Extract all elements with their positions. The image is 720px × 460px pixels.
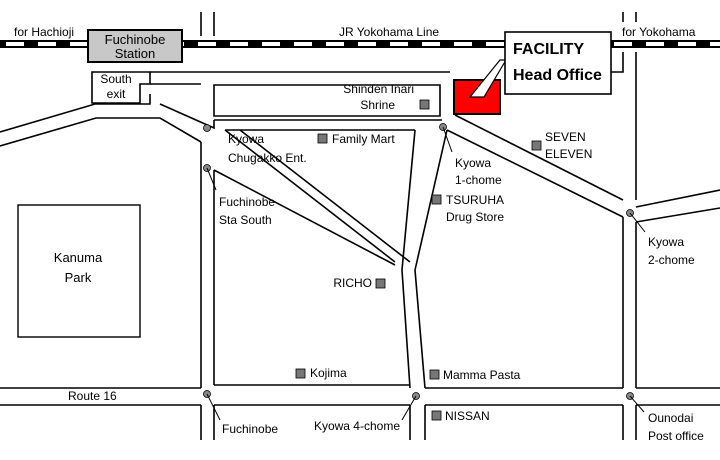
seven-eleven-label-line1: SEVEN — [545, 130, 586, 144]
shrine-label-line1: Shinden Inari — [343, 82, 414, 96]
landmarks: Shinden Inari Shrine Family Mart SEVEN E… — [295, 82, 592, 423]
facility-head-office: FACILITY Head Office — [453, 31, 612, 115]
landmark-mamma-pasta: Mamma Pasta — [429, 368, 521, 382]
rail-tie — [678, 42, 696, 46]
station-name-line1: Fuchinobe — [105, 32, 166, 47]
landmark-nissan: NISSAN — [431, 409, 490, 423]
park-label-line2: Park — [65, 270, 92, 285]
bus-stop-kyowa-chugakko: Kyowa Chugakko Ent. — [203, 124, 307, 165]
block-shrine — [213, 84, 441, 117]
mamma-pasta-label: Mamma Pasta — [443, 368, 521, 382]
rail-tie — [614, 42, 632, 46]
road-center-diagonal-right — [239, 129, 411, 263]
bus-stop-ounodai-line1: Ounodai — [648, 411, 693, 425]
mamma-pasta-marker-icon — [429, 369, 440, 380]
south-exit-line1: South — [100, 72, 131, 86]
station-name-line2: Station — [115, 46, 155, 61]
rail-tie — [38, 42, 56, 46]
rail-tie — [326, 42, 344, 46]
bus-stop-kyowa-4chome-label: Kyowa 4-chome — [314, 419, 400, 433]
road-center-curve-right — [414, 129, 448, 389]
richo-marker-icon — [375, 278, 386, 289]
fuchinobe-station: Fuchinobe Station — [87, 29, 183, 63]
bus-stop-kyowa-chugakko-line2: Chugakko Ent. — [228, 151, 307, 165]
rail-tie — [422, 42, 440, 46]
road-center-diagonal-left — [224, 129, 396, 263]
bus-stop-fuchinobe-sta-south: Fuchinobe Sta South — [203, 164, 275, 227]
shrine-label-line2: Shrine — [360, 98, 395, 112]
tsuruha-label-line1: TSURUHA — [446, 193, 504, 207]
richo-label: RICHO — [333, 276, 372, 290]
bus-stop-kyowa-4chome: Kyowa 4-chome — [314, 392, 420, 433]
route16-label: Route 16 — [68, 389, 117, 403]
direction-hachioji: for Hachioji — [14, 25, 74, 39]
bus-stop-kyowa-1chome-line1: Kyowa — [455, 156, 491, 170]
rail-tie — [262, 42, 280, 46]
bus-stop-kyowa-chugakko-line1: Kyowa — [228, 132, 264, 146]
kojima-label: Kojima — [310, 366, 347, 380]
facility-label-line1: FACILITY — [513, 41, 584, 58]
landmark-richo: RICHO — [333, 276, 386, 290]
road-west-diagonal-top — [0, 94, 151, 133]
south-exit: South exit — [91, 71, 151, 104]
road-center-curve-left — [401, 129, 416, 389]
rail-tie — [198, 42, 216, 46]
rail-tie — [646, 42, 664, 46]
landmark-tsuruha: TSURUHA Drug Store — [431, 193, 504, 224]
bus-stop-kyowa-2chome-line2: 2-chome — [648, 253, 695, 267]
road-diag-to-center-top — [159, 103, 215, 130]
road-inner-diagonal — [213, 169, 396, 266]
bus-stop-ounodai-line2: Post office — [648, 429, 704, 443]
kojima-marker-icon — [295, 368, 306, 379]
landmark-shinden-inari: Shinden Inari Shrine — [343, 82, 430, 112]
rail-tie — [454, 42, 472, 46]
seven-eleven-label-line2: ELEVEN — [545, 147, 592, 161]
rail-tie — [70, 42, 88, 46]
road-network — [0, 12, 720, 440]
south-exit-line2: exit — [107, 87, 126, 101]
rail-tie — [390, 42, 408, 46]
bus-stop-fuchinobe: Fuchinobe — [203, 390, 278, 436]
bus-stop-kyowa-2chome-line1: Kyowa — [648, 235, 684, 249]
road-west-diagonal-bottom — [0, 117, 202, 147]
bus-stops: Kyowa Chugakko Ent. Fuchinobe Sta South … — [203, 123, 704, 443]
tsuruha-label-line2: Drug Store — [446, 210, 504, 224]
bus-stop-kyowa-1chome-line2: 1-chome — [455, 173, 502, 187]
road-east-diagonal-outer2 — [635, 207, 720, 223]
bus-stop-kyowa-2chome: Kyowa 2-chome — [626, 209, 695, 267]
nissan-label: NISSAN — [445, 409, 490, 423]
seven-eleven-marker-icon — [531, 140, 542, 151]
family-mart-label: Family Mart — [332, 132, 395, 146]
landmark-seven-eleven: SEVEN ELEVEN — [531, 130, 592, 161]
bus-stop-icon — [203, 124, 211, 132]
road-east-diagonal-outer — [635, 189, 720, 208]
nissan-marker-icon — [431, 410, 442, 421]
family-mart-marker-icon — [317, 133, 328, 144]
landmark-kojima: Kojima — [295, 366, 347, 380]
rail-tie — [230, 42, 248, 46]
direction-yokohama: for Yokohama — [622, 25, 696, 39]
road-east-diagonal-top — [454, 114, 624, 201]
rail-tie — [6, 42, 24, 46]
bus-stop-fuchinobe-label: Fuchinobe — [222, 422, 278, 436]
shrine-marker-icon — [419, 99, 430, 110]
kanuma-park: Kanuma Park — [17, 204, 141, 338]
facility-label-line2: Head Office — [513, 67, 602, 84]
railway-line-name: JR Yokohama Line — [339, 25, 439, 39]
bus-stop-fuchinobe-sta-south-line2: Sta South — [219, 213, 272, 227]
road-east-diagonal-bottom — [446, 129, 624, 218]
rail-tie — [294, 42, 312, 46]
bus-stop-ounodai: Ounodai Post office — [626, 392, 704, 443]
rail-tie — [486, 42, 504, 46]
landmark-family-mart: Family Mart — [317, 132, 395, 146]
bus-stop-kyowa-1chome: Kyowa 1-chome — [439, 123, 502, 187]
park-label-line1: Kanuma — [54, 250, 103, 265]
tsuruha-marker-icon — [431, 194, 442, 205]
bus-stop-fuchinobe-sta-south-line1: Fuchinobe — [219, 195, 275, 209]
rail-tie — [710, 42, 720, 46]
rail-tie — [358, 42, 376, 46]
